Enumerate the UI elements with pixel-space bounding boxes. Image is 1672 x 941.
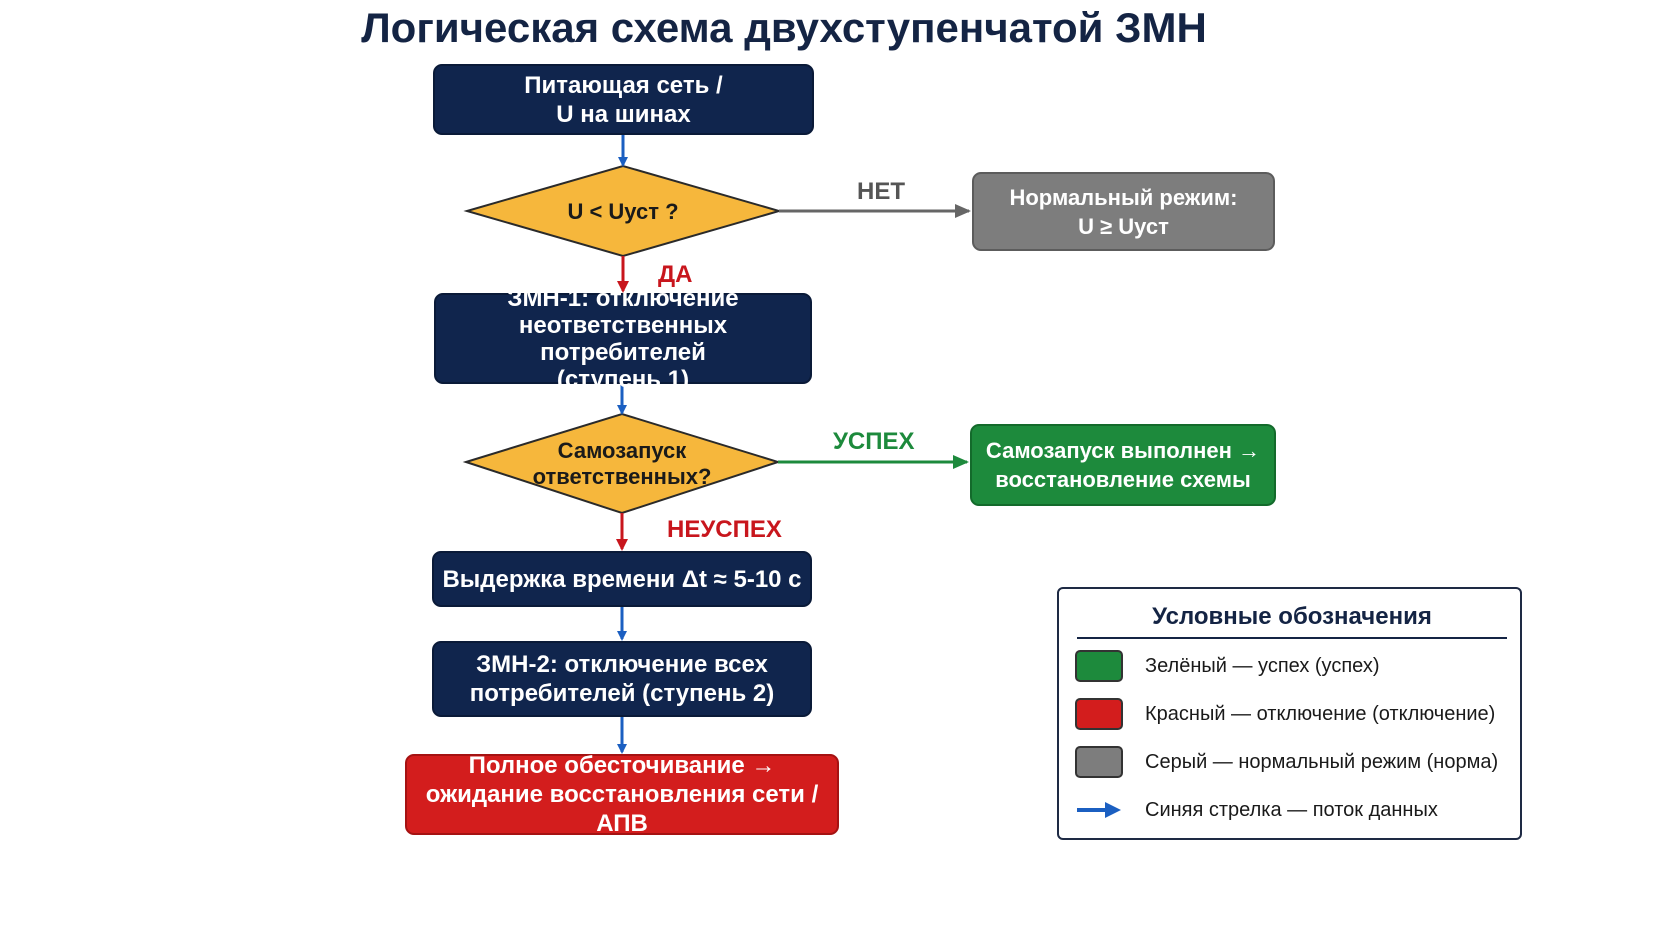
green-swatch: [1075, 650, 1123, 682]
decision1-label: U < Uуст ?: [567, 199, 679, 224]
node-full-outage-line2: ожидание восстановления сети / АПВ: [425, 781, 819, 837]
diagram-title: Логическая схема двухступенчатой ЗМН: [361, 4, 1207, 51]
node-normal-mode-line2: U ≥ Uуст: [1078, 213, 1169, 239]
legend-item-green: Зелёный — успех (успех): [1075, 648, 1380, 684]
node-zmn1-line2: неответственных потребителей: [518, 311, 728, 366]
legend-item-gray-label: Серый — нормальный режим (норма): [1145, 750, 1499, 773]
red-swatch: [1075, 698, 1123, 730]
decision2-label: Самозапуск ответственных?: [512, 438, 732, 490]
node-power-source: Питающая сеть / U на шинах: [433, 64, 814, 135]
blue-arrow-icon: [1075, 794, 1123, 826]
node-time-delay: Выдержка времени Δt ≈ 5-10 с: [432, 551, 812, 607]
node-zmn2-line2: потребителей (ступень 2): [469, 680, 775, 707]
legend-panel: Условные обозначения Зелёный — успех (ус…: [1057, 587, 1522, 840]
gray-swatch: [1075, 746, 1123, 778]
node-normal-mode-line1: Нормальный режим:: [1009, 184, 1238, 210]
node-power-source-line1: Питающая сеть /: [524, 71, 723, 99]
node-selfstart-success-line1: Самозапуск выполнен →: [985, 438, 1261, 463]
node-selfstart-success: Самозапуск выполнен → восстановление схе…: [970, 424, 1276, 506]
legend-item-gray: Серый — нормальный режим (норма): [1075, 744, 1498, 780]
node-zmn2-line1: ЗМН-2: отключение всех: [476, 651, 768, 678]
legend-item-blue-arrow-label: Синяя стрелка — поток данных: [1145, 798, 1438, 821]
legend-title: Условные обозначения: [1077, 603, 1507, 639]
node-power-source-line2: U на шинах: [556, 100, 691, 128]
node-normal-mode: Нормальный режим: U ≥ Uуст: [972, 172, 1275, 251]
node-selfstart-success-line2: восстановление схемы: [995, 467, 1251, 492]
node-full-outage-line1: Полное обесточивание →: [468, 752, 776, 779]
decision2-label-line1: Самозапуск: [557, 438, 687, 463]
legend-item-red-label: Красный — отключение (отключение): [1145, 702, 1496, 725]
node-zmn2: ЗМН-2: отключение всех потребителей (сту…: [432, 641, 812, 717]
edge-label-yes: ДА: [658, 261, 693, 288]
edge-label-success: УСПЕХ: [833, 428, 915, 455]
node-zmn1: ЗМН-1: отключение неответственных потреб…: [434, 285, 812, 393]
legend-item-red: Красный — отключение (отключение): [1075, 696, 1495, 732]
legend-item-blue-arrow: Синяя стрелка — поток данных: [1075, 792, 1438, 828]
node-full-outage: Полное обесточивание → ожидание восстано…: [405, 752, 839, 837]
edge-label-no: НЕТ: [857, 178, 905, 205]
legend-item-green-label: Зелёный — успех (успех): [1145, 654, 1380, 677]
decision2-label-line2: ответственных?: [532, 464, 712, 489]
node-zmn1-line1: ЗМН-1: отключение: [507, 284, 739, 312]
node-zmn1-line3: (ступень 1): [556, 365, 690, 393]
edge-label-fail: НЕУСПЕХ: [667, 516, 782, 543]
